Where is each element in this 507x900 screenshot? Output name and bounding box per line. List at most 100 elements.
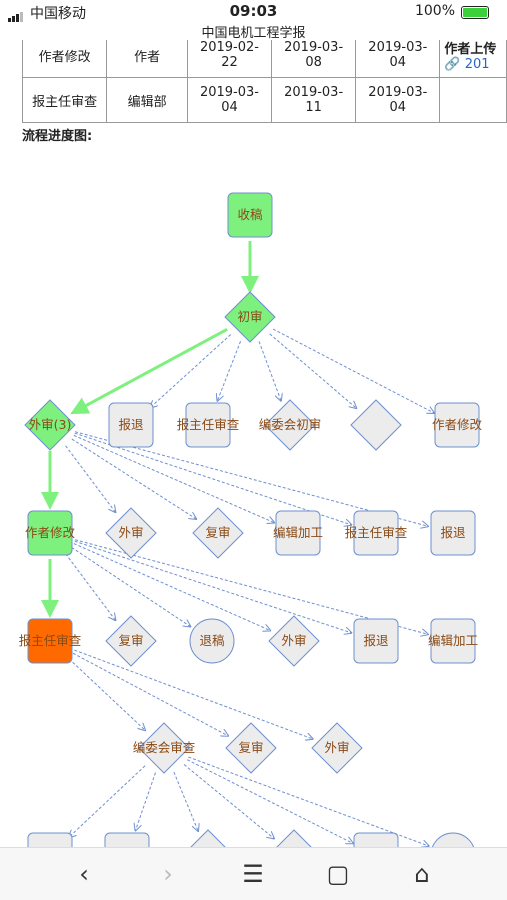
battery-icon xyxy=(461,6,489,19)
flow-node-shape xyxy=(105,615,157,667)
flow-node-shape xyxy=(108,402,154,448)
attachment-link[interactable]: 🔗 201 xyxy=(444,57,502,72)
table-row: 报主任审查 编辑部 2019-03-04 2019-03-11 2019-03-… xyxy=(21,77,507,123)
flow-node[interactable]: 退修 xyxy=(104,832,150,848)
flow-node-label: 复审 xyxy=(238,740,263,755)
flow-node[interactable]: 报退 xyxy=(353,618,399,664)
table-cell: 作者修改 xyxy=(21,40,108,78)
flow-node-shape xyxy=(224,291,276,343)
flow-edge xyxy=(188,756,428,846)
flow-node[interactable]: 复审 xyxy=(269,829,319,848)
flow-node-shape xyxy=(264,399,316,451)
page-title: 中国电机工程学报 xyxy=(201,26,306,41)
flow-node[interactable]: 编委会审查 xyxy=(133,722,196,774)
battery-percent: 100% xyxy=(414,3,455,19)
back-icon[interactable]: ‹ xyxy=(79,860,89,888)
flow-node-shape xyxy=(353,618,399,664)
flow-node-label: 报退 xyxy=(440,525,466,540)
table-cell: 编辑部 xyxy=(106,77,188,123)
flow-node[interactable]: 外审 xyxy=(183,829,233,848)
flow-node-label: 作者修改 xyxy=(25,525,76,540)
flow-edge xyxy=(68,658,145,730)
flow-edge xyxy=(69,765,146,837)
flow-node[interactable] xyxy=(350,399,402,451)
flow-node[interactable]: 外审 xyxy=(311,722,363,774)
flow-node[interactable]: 报退 xyxy=(353,832,399,848)
signal-icon xyxy=(8,6,24,22)
flow-label: 流程进度图: xyxy=(22,129,93,144)
table-cell: 2019-03-04 xyxy=(186,77,273,123)
flow-node-label: 报主任审查 xyxy=(345,525,408,540)
flow-edge xyxy=(73,434,274,522)
flow-node-shape xyxy=(430,510,476,556)
flow-node-shape xyxy=(225,722,277,774)
flow-node[interactable]: 编辑加工 xyxy=(25,832,75,848)
flow-node-label: 退稿 xyxy=(199,633,224,648)
bottom-nav: ‹ › ☰ ▢ ⌂ xyxy=(0,847,507,900)
flow-diagram: 收稿初审外审(3)报退报主任审查编委会初审作者修改作者修改外审复审编辑加工报主任… xyxy=(19,192,483,848)
flow-node-label: 初审 xyxy=(237,309,262,324)
flow-node[interactable]: 复审 xyxy=(192,507,244,559)
flow-node[interactable]: 报主任审查 xyxy=(177,402,240,448)
flow-edge xyxy=(150,334,232,407)
flow-node[interactable]: 外审 xyxy=(105,507,157,559)
flow-edge xyxy=(74,649,312,739)
table-cell: 作者上传 🔗 201 xyxy=(439,40,507,78)
flow-node-shape xyxy=(104,832,150,848)
flow-node-shape xyxy=(353,510,399,556)
flow-edge xyxy=(70,328,228,415)
attachment-link-text: 201 xyxy=(464,57,490,72)
flow-node[interactable]: 初审 xyxy=(224,291,276,343)
flow-node-shape xyxy=(275,829,313,848)
flow-node-shape xyxy=(27,618,73,664)
flow-node[interactable]: 作者修改 xyxy=(25,510,76,556)
flow-node[interactable]: 报主任审查 xyxy=(345,510,408,556)
flow-node-label: 复审 xyxy=(205,525,230,540)
flow-edge xyxy=(135,772,156,831)
flow-node[interactable]: 退稿 xyxy=(431,832,475,848)
flow-node[interactable]: 作者修改 xyxy=(432,402,483,448)
flow-node-label: 外审 xyxy=(324,740,349,755)
paperclip-icon: 🔗 xyxy=(444,57,461,72)
table-cell: 2019-03-04 xyxy=(355,77,441,123)
flow-node[interactable]: 外审 xyxy=(268,615,320,667)
table-cell: 作者 xyxy=(106,40,188,78)
table-cell: 2019-02-22 xyxy=(186,40,273,78)
flow-node[interactable]: 报主任审查 xyxy=(19,618,82,664)
flow-edge xyxy=(258,341,281,400)
flow-node-shape xyxy=(189,618,235,664)
flow-node-label: 外审 xyxy=(118,525,143,540)
flow-node-shape xyxy=(275,510,321,556)
flow-node[interactable]: 编辑加工 xyxy=(273,510,323,556)
flow-node-label: 复审 xyxy=(118,633,143,648)
flow-node[interactable]: 编委会初审 xyxy=(259,399,322,451)
flow-edge xyxy=(65,553,116,620)
flow-node[interactable]: 外审(3) xyxy=(24,399,76,451)
flow-node-shape xyxy=(185,402,231,448)
status-bar: 中国移动 09:03 100% xyxy=(0,0,507,22)
flow-edge xyxy=(183,764,274,839)
flow-node[interactable]: 编辑加工 xyxy=(428,618,478,664)
flow-edges xyxy=(41,241,434,846)
flow-node[interactable]: 报退 xyxy=(108,402,154,448)
flow-node-shape xyxy=(138,722,190,774)
flow-node[interactable]: 报退 xyxy=(430,510,476,556)
flow-node-shape xyxy=(24,399,76,451)
table-cell-text: 作者上传 xyxy=(444,42,497,57)
flow-node-shape xyxy=(353,832,399,848)
flow-node[interactable]: 复审 xyxy=(225,722,277,774)
table-cell: 2019-03-04 xyxy=(355,40,441,78)
tabs-icon[interactable]: ▢ xyxy=(326,860,350,888)
flow-node-shape xyxy=(27,832,73,848)
flow-node[interactable]: 退稿 xyxy=(189,618,235,664)
menu-icon[interactable]: ☰ xyxy=(242,860,264,888)
flow-edge xyxy=(74,432,352,525)
home-icon[interactable]: ⌂ xyxy=(414,860,430,888)
flow-node-label: 外审 xyxy=(281,633,306,648)
forward-icon[interactable]: › xyxy=(163,860,173,888)
flow-node-shape xyxy=(27,510,73,556)
flow-node[interactable]: 收稿 xyxy=(227,192,273,238)
flow-node[interactable]: 复审 xyxy=(105,615,157,667)
flow-node-shape xyxy=(431,832,475,848)
carrier-name: 中国移动 xyxy=(30,6,86,22)
